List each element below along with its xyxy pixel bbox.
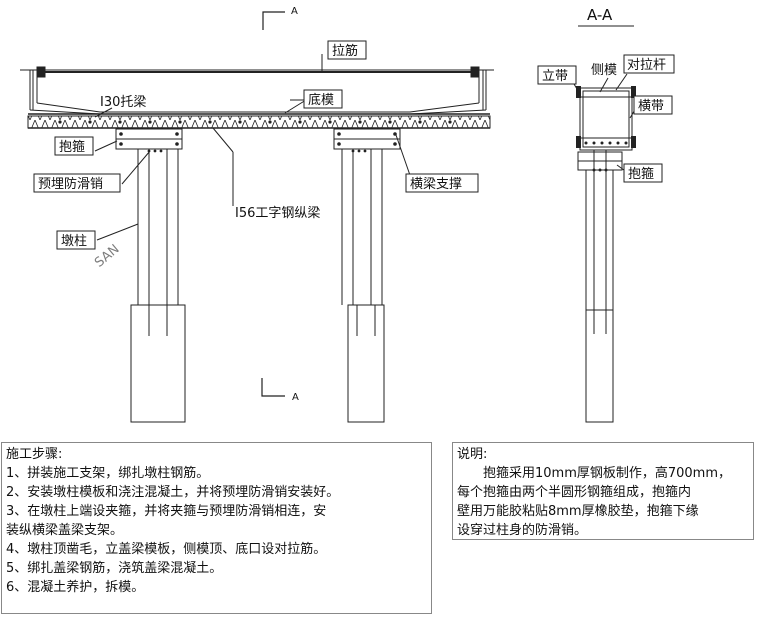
label-hoop-section: 抱箍 — [628, 166, 654, 182]
step-item: 装纵横梁盖梁支架。 — [6, 523, 124, 538]
step-item: 5、绑扎盖梁钢筋，浇筑盖梁混凝土。 — [6, 561, 223, 576]
label-horizontal-band: 横带 — [638, 99, 664, 114]
label-bottom-form: 底模 — [308, 92, 334, 108]
label-cross-brace: 横梁支撑 — [410, 177, 462, 192]
step-item: 3、在墩柱上端设夹箍，并将夹箍与预埋防滑销相连，安 — [6, 504, 327, 519]
label-hoop: 抱箍 — [59, 139, 85, 155]
section-title: A-A — [587, 6, 613, 24]
notes-line: 每个抱箍由两个半圆形钢箍组成，抱箍内 — [457, 485, 692, 500]
label-tie-bar: 拉筋 — [332, 43, 358, 59]
notes-line: 壁用万能胶粘贴8mm厚橡胶垫，抱箍下缘 — [457, 504, 699, 519]
section-marker-bottom: A — [292, 392, 299, 403]
notes-box: 说明: 抱箍采用10mm厚钢板制作，高700mm， 每个抱箍由两个半圆形钢箍组成… — [452, 442, 754, 540]
label-pier: 墩柱 — [61, 234, 87, 249]
section-marker-top: A — [291, 6, 298, 17]
notes-title: 说明: — [457, 447, 488, 462]
label-anti-slip-pin: 预埋防滑销 — [38, 176, 103, 192]
step-item: 6、混凝土养护，拆模。 — [6, 580, 145, 595]
label-side-form: 侧模 — [591, 63, 617, 78]
step-item: 4、墩柱顶凿毛，立盖梁模板，侧模顶、底口设对拉筋。 — [6, 542, 327, 557]
label-vertical-band: 立带 — [542, 69, 568, 84]
label-i30-beam: I30托梁 — [100, 95, 146, 110]
drawing-labels: A A A-A 拉筋 I30托梁 底模 抱箍 预埋防滑销 I56工字钢纵梁 横梁… — [33, 6, 675, 403]
elevation-drawing: SAN A A A-A 拉筋 I30托梁 底模 抱箍 预埋防滑销 I56工字钢纵… — [20, 6, 675, 423]
step-item: 1、拼装施工支架，绑扎墩柱钢筋。 — [6, 466, 210, 481]
section-a-a — [573, 25, 637, 423]
label-tie-rod: 对拉杆 — [627, 58, 666, 73]
construction-steps-box: 施工步骤: 1、拼装施工支架，绑扎墩柱钢筋。 2、安装墩柱模板和浇注混凝土，并将… — [1, 442, 432, 614]
step-item: 2、安装墩柱模板和浇注混凝土，并将预埋防滑销安装好。 — [6, 485, 340, 500]
watermark: SAN — [92, 242, 122, 271]
main-elevation — [20, 11, 494, 423]
steps-title: 施工步骤: — [6, 447, 63, 462]
notes-line: 设穿过柱身的防滑销。 — [457, 523, 588, 538]
label-i56-beam: I56工字钢纵梁 — [235, 206, 320, 221]
notes-line: 抱箍采用10mm厚钢板制作，高700mm， — [457, 466, 732, 481]
